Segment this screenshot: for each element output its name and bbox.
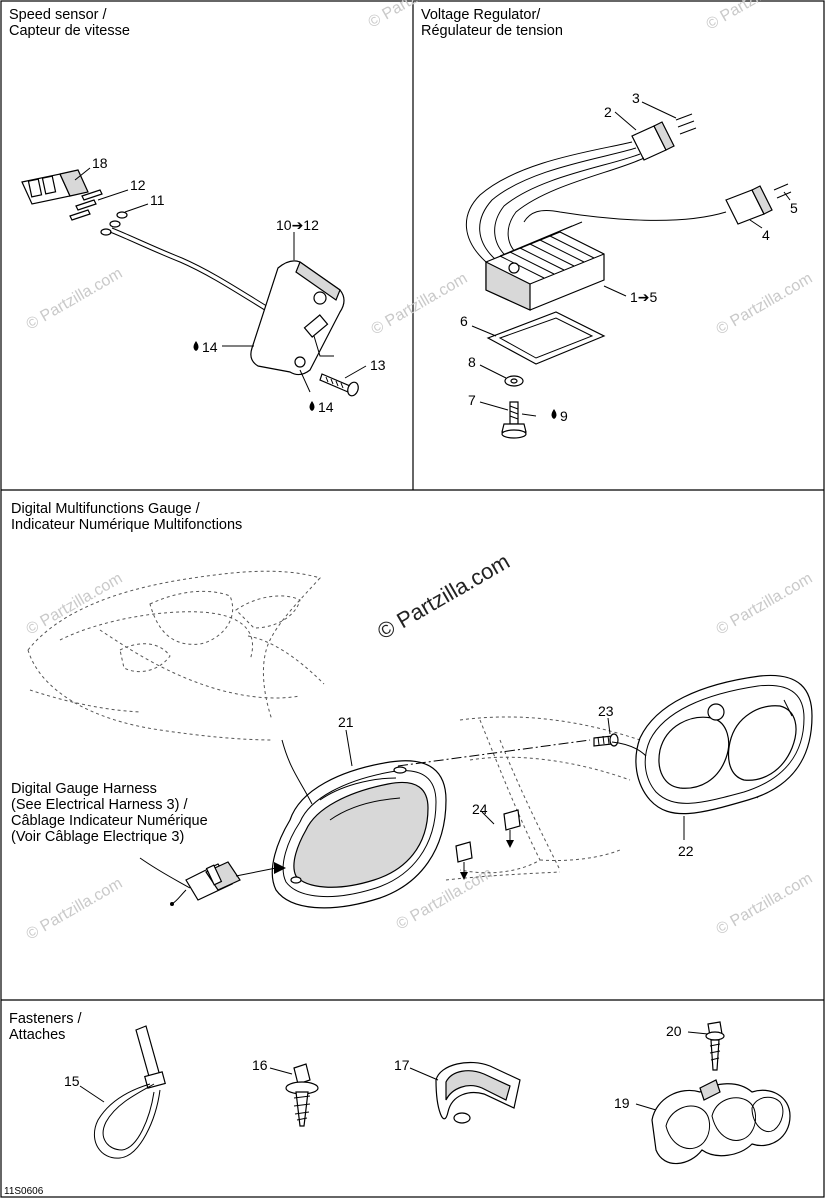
callout-3: 3: [632, 90, 640, 106]
part-18-connector: [21, 169, 89, 205]
drop-icon: [309, 401, 315, 411]
part-22-bezel: [635, 674, 813, 815]
drop-icon: [193, 341, 199, 351]
part-24-clips: [455, 809, 521, 880]
callout-14a: 14: [202, 339, 218, 355]
part-10-sensor-body: [250, 260, 345, 376]
part-23-screw: [593, 733, 619, 747]
speed-sensor-title-2: Capteur de vitesse: [9, 23, 130, 39]
callout-20: 20: [666, 1023, 682, 1039]
fasteners-title-1: Fasteners /: [9, 1011, 82, 1027]
part-21-gauge: [271, 760, 447, 909]
part-12-terminals: [69, 189, 103, 221]
callout-4: 4: [762, 227, 770, 243]
callout-19: 19: [614, 1095, 630, 1111]
part-13-screw: [319, 373, 359, 397]
callout-8: 8: [468, 354, 476, 370]
callout-9: 9: [560, 408, 568, 424]
callout-1-5: 1➔5: [630, 289, 658, 305]
digital-gauge-title-1: Digital Multifunctions Gauge /: [11, 501, 201, 517]
part-1-regulator: [485, 221, 605, 311]
speed-sensor-group: 18 12 11 10➔12 14 13 14: [21, 155, 386, 415]
callout-11: 11: [150, 192, 165, 208]
part-16-screw: [285, 1063, 319, 1127]
part-4-connector: [725, 185, 773, 225]
harness-note-line1: Digital Gauge Harness: [11, 781, 157, 797]
diagram-code: 11S0606: [4, 1186, 44, 1197]
callout-10-12: 10➔12: [276, 217, 319, 233]
watermark: © Partzilla.com: [24, 875, 126, 944]
callout-22: 22: [678, 843, 694, 859]
callout-21: 21: [338, 714, 354, 730]
part-15-cable-tie: [93, 1025, 166, 1159]
watermark: © Partzilla.com: [24, 265, 126, 334]
watermark: © Partzilla.com: [24, 570, 126, 639]
callout-12: 12: [130, 177, 146, 193]
harness-note-line4: (Voir Câblage Electrique 3): [11, 829, 184, 845]
part-6-gasket: [486, 311, 606, 365]
callout-18: 18: [92, 155, 108, 171]
callout-5: 5: [790, 200, 798, 216]
callout-15: 15: [64, 1073, 80, 1089]
harness-note-line3: Câblage Indicateur Numérique: [11, 813, 208, 829]
voltage-regulator-title-1: Voltage Regulator/: [421, 7, 541, 23]
watermark: © Partzilla.com: [714, 570, 816, 639]
callout-6: 6: [460, 313, 468, 329]
part-5-pins: [773, 183, 792, 199]
part-11-seals: [100, 211, 128, 236]
callout-14b: 14: [318, 399, 334, 415]
part-20-screw: [705, 1021, 725, 1071]
gauge-harness: [170, 861, 241, 906]
watermark: © Partzilla.com: [714, 870, 816, 939]
digital-gauge-group: 21 23 24 22 Digital Gauge Harness (See E…: [11, 570, 813, 909]
speed-sensor-title-1: Speed sensor /: [9, 7, 108, 23]
fasteners-group: 15 16 17 20 19: [64, 1021, 791, 1165]
watermark: © Partzilla.com: [714, 270, 816, 339]
voltage-regulator-group: 3 2 5 4 1➔5 6 8 7 9: [460, 90, 798, 439]
callout-16: 16: [252, 1057, 268, 1073]
fasteners-title-2: Attaches: [9, 1027, 65, 1043]
callout-17: 17: [394, 1057, 410, 1073]
watermark: © Partzilla.com: [369, 270, 471, 339]
part-19-triple-clamp: [651, 1079, 791, 1165]
drop-icon: [551, 409, 557, 419]
part-7-bolt: [501, 401, 527, 439]
digital-gauge-title-2: Indicateur Numérique Multifonctions: [11, 517, 242, 533]
watermark-main: © Partzilla.com: [373, 549, 514, 645]
callout-7: 7: [468, 392, 476, 408]
voltage-regulator-title-2: Régulateur de tension: [421, 23, 563, 39]
harness-note-line2: (See Electrical Harness 3) /: [11, 797, 188, 813]
callout-13: 13: [370, 357, 386, 373]
part-2-connector: [631, 121, 675, 161]
callout-24: 24: [472, 801, 488, 817]
part-17-clamp: [435, 1061, 521, 1124]
part-3-pins: [675, 113, 697, 135]
watermark: © Partzilla.com: [704, 0, 806, 33]
callout-23: 23: [598, 703, 614, 719]
callout-2: 2: [604, 104, 612, 120]
